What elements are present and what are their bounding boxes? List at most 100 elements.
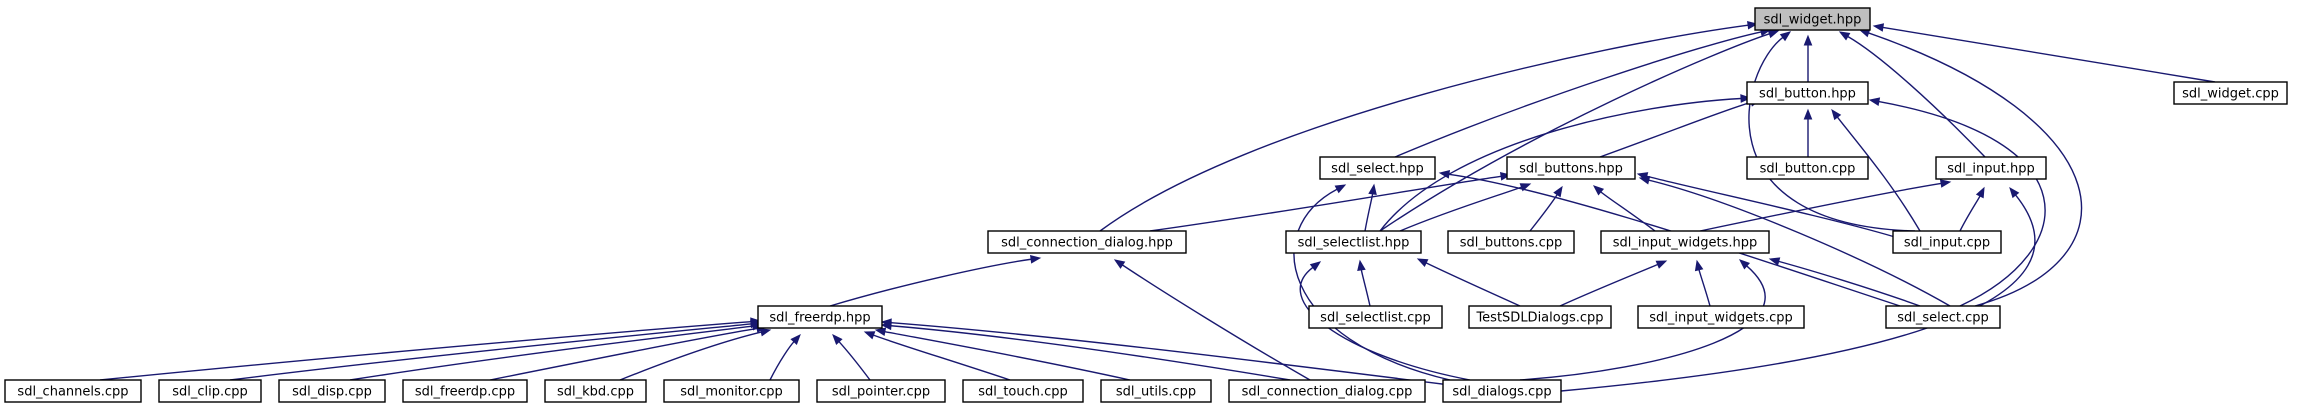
edge-line [1122,264,1311,381]
edge-sdl-touch-cpp-to-sdl-freerdp-hpp [863,331,1011,381]
arrow-head [1738,259,1751,270]
edge-sdl-channels-cpp-to-sdl-freerdp-hpp [99,317,762,381]
node-label: sdl_select.cpp [1897,311,1989,326]
node-sdl-kbd-cpp[interactable]: sdl_kbd.cpp [544,379,647,403]
edge-line [1559,263,1658,307]
node-box [278,379,386,403]
node-label: sdl_buttons.hpp [1519,162,1623,177]
node-label: sdl_monitor.cpp [680,385,783,400]
node-box [1506,156,1636,180]
node-box [1228,379,1426,403]
node-sdl-input-widgets-hpp[interactable]: sdl_input_widgets.hpp [1600,230,1770,254]
arrow-head [1438,170,1451,179]
node-label: sdl_input.hpp [1947,162,2034,177]
edge-sdl-connection-dialog-cpp-to-sdl-freerdp-hpp [880,321,1291,381]
node-sdl-selectlist-hpp[interactable]: sdl_selectlist.hpp [1285,230,1422,254]
edge-line [1882,26,2216,83]
edge-sdl-input-cpp-to-sdl-input-hpp [1959,186,1985,232]
node-label: sdl_utils.cpp [1116,385,1196,400]
edge-line [829,258,1032,307]
node-box [1754,7,1871,31]
edge-line [884,330,1131,381]
node-sdl-channels-cpp[interactable]: sdl_channels.cpp [4,379,142,403]
node-sdl-connection-dialog-cpp[interactable]: sdl_connection_dialog.cpp [1228,379,1426,403]
edge-testsdldialogs-cpp-to-sdl-selectlist-hpp [1416,258,1521,307]
edge-line [229,323,752,381]
arrow-head [2009,186,2020,199]
node-label: sdl_widget.hpp [1764,13,1862,28]
edge-sdl-select-cpp-to-sdl-button-hpp [1868,97,2046,307]
node-label: TestSDLDialogs.cpp [1475,311,1603,326]
arrow-head [1740,94,1752,103]
edge-sdl-input-cpp-to-sdl-widget-hpp [1748,31,1916,232]
node-sdl-input-hpp[interactable]: sdl_input.hpp [1935,156,2047,180]
node-label: sdl_disp.cpp [292,385,372,400]
arrow-head [1309,261,1322,272]
node-label: sdl_touch.cpp [978,385,1068,400]
node-box [1447,230,1575,254]
node-sdl-select-cpp[interactable]: sdl_select.cpp [1885,305,2001,329]
node-box [1468,305,1612,329]
edge-line [838,341,871,381]
edge-sdl-select-cpp-to-sdl-buttons-hpp [1638,176,1951,307]
edge-sdl-freerdp-cpp-to-sdl-freerdp-hpp [489,324,768,381]
arrow-head [790,334,801,345]
edge-line [1099,24,1749,232]
edge-sdl-input-cpp-to-sdl-buttons-hpp [1636,172,1896,238]
node-sdl-clip-cpp[interactable]: sdl_clip.cpp [158,379,262,403]
edge-line [349,325,754,381]
edge-line [1360,269,1371,307]
edge-sdl-dialogs-cpp-to-sdl-input-widgets-hpp [1519,259,1766,381]
arrow-head [1768,257,1781,266]
edge-line [1699,182,1942,232]
arrow-head [1592,185,1605,196]
node-sdl-connection-dialog-hpp[interactable]: sdl_connection_dialog.hpp [987,230,1187,254]
node-box [2173,81,2288,105]
edge-line [1599,101,1752,158]
edge-line [1959,195,1981,232]
edge-line [1529,194,1558,232]
arrow-head [1838,31,1851,41]
arrow-head [1975,186,1985,199]
arrow-head [1831,108,1842,121]
node-sdl-select-hpp[interactable]: sdl_select.hpp [1319,156,1436,180]
node-label: sdl_select.hpp [1331,162,1424,177]
node-testsdldialogs-cpp[interactable]: TestSDLDialogs.cpp [1468,305,1612,329]
node-sdl-disp-cpp[interactable]: sdl_disp.cpp [278,379,386,403]
node-box [1442,379,1562,403]
node-sdl-buttons-hpp[interactable]: sdl_buttons.hpp [1506,156,1636,180]
edge-sdl-buttons-hpp-to-sdl-button-hpp [1599,98,1762,158]
edge-sdl-input-widgets-hpp-to-sdl-input-hpp [1699,179,1952,232]
arrow-head [1519,183,1532,192]
node-sdl-widget-hpp[interactable]: sdl_widget.hpp [1754,7,1871,31]
node-box [158,379,262,403]
node-label: sdl_kbd.cpp [557,385,634,400]
node-box [1746,156,1869,180]
arrow-head [1368,183,1377,196]
node-box [544,379,647,403]
edge-sdl-select-cpp-to-sdl-input-widgets-hpp [1768,257,1921,307]
node-sdl-touch-cpp[interactable]: sdl_touch.cpp [962,379,1084,403]
arrow-head [832,334,843,345]
node-sdl-input-cpp[interactable]: sdl_input.cpp [1892,230,2002,254]
node-sdl-monitor-cpp[interactable]: sdl_monitor.cpp [663,379,800,403]
node-sdl-pointer-cpp[interactable]: sdl_pointer.cpp [816,379,946,403]
edge-line [1648,179,1951,307]
node-sdl-widget-cpp[interactable]: sdl_widget.cpp [2173,81,2288,105]
node-label: sdl_buttons.cpp [1460,236,1563,251]
edge-line [873,334,1011,381]
edge-line [1448,173,1901,307]
node-box [987,230,1187,254]
node-sdl-utils-cpp[interactable]: sdl_utils.cpp [1100,379,1212,403]
node-sdl-button-hpp[interactable]: sdl_button.hpp [1746,81,1869,105]
node-sdl-dialogs-cpp[interactable]: sdl_dialogs.cpp [1442,379,1562,403]
edge-line [1748,36,1916,232]
edge-line [1425,262,1521,307]
node-sdl-buttons-cpp[interactable]: sdl_buttons.cpp [1447,230,1575,254]
node-sdl-freerdp-cpp[interactable]: sdl_freerdp.cpp [402,379,528,403]
node-sdl-button-cpp[interactable]: sdl_button.cpp [1746,156,1869,180]
edge-line [1698,269,1711,307]
node-sdl-input-widgets-cpp[interactable]: sdl_input_widgets.cpp [1637,305,1805,329]
node-sdl-selectlist-cpp[interactable]: sdl_selectlist.cpp [1308,305,1443,329]
node-sdl-freerdp-hpp[interactable]: sdl_freerdp.hpp [757,305,883,329]
